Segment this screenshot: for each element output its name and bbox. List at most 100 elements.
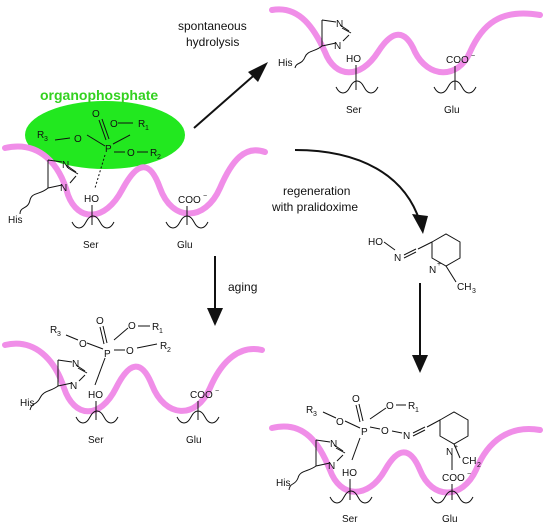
label-spontaneous: spontaneous [178,19,247,33]
atom-ch2: CH [462,456,476,467]
residue-his: His [20,398,34,409]
residue-ser: Ser [83,240,99,251]
atom-r3: R [50,325,57,336]
atom-n: N [62,160,69,171]
atom-n-plus: N [446,447,453,458]
atom-n: N [394,253,401,264]
residue-coo: COO [178,195,201,206]
atom-r1-sub: 1 [145,125,149,132]
phosphate-group [65,325,158,386]
panel-inhibited: organophosphate R 3 O O P O R 1 O R 2 [2,87,268,251]
residue-ho: HO [88,390,103,401]
atom-n: N [72,359,79,370]
residue-ser: Ser [346,105,362,116]
ser-wavy [75,410,119,424]
atom-ho: HO [368,237,383,248]
atom-p: P [104,349,111,360]
atom-r1-sub: 1 [159,328,163,335]
atom-n: N [403,431,410,442]
atom-n: N [60,183,67,194]
glu-wavy [165,215,209,229]
arrow-to-complex [412,283,428,373]
atom-r3: R [306,405,313,416]
atom-o: O [381,426,389,437]
atom-r1: R [152,322,159,333]
atom-n: N [330,439,337,450]
residue-coo: COO [190,390,213,401]
atom-o: O [96,316,104,327]
residue-glu: Glu [442,514,458,525]
panel-aged: R 3 O O P O R 1 O R 2 N N His HO Ser COO… [2,316,265,446]
atom-ch2-sub: 2 [477,462,481,469]
atom-o: O [127,148,135,159]
glu-wavy [433,80,477,94]
atom-o: O [79,339,87,350]
atom-r3-sub: 3 [57,331,61,338]
histidine-ring [294,19,352,69]
enzyme-membrane [2,143,268,218]
label-with-pralidoxime: with pralidoxime [271,200,358,214]
residue-ho: HO [346,54,361,65]
atom-r1: R [138,119,145,130]
histidine-ring [288,439,346,491]
arrow-spontaneous [193,62,268,129]
residue-glu: Glu [186,435,202,446]
atom-r2-sub: 2 [167,347,171,354]
atom-o: O [126,346,134,357]
charge-plus: + [454,444,458,451]
atom-o: O [110,119,118,130]
residue-coo: COO [446,55,469,66]
atom-r2-sub: 2 [157,154,161,161]
residue-his: His [8,215,22,226]
enzyme-membrane [269,6,543,76]
panel-hydrolysis: N N His HO Ser COO − Glu [269,6,543,116]
ser-wavy [71,215,115,229]
residue-his: His [276,478,290,489]
atom-r3: R [37,130,44,141]
residue-coo-charge: − [215,388,219,395]
arrow-regeneration [294,149,428,234]
residue-ser: Ser [88,435,104,446]
atom-r1-sub: 1 [415,407,419,414]
atom-ch3-sub: 3 [472,288,476,295]
residue-coo-charge: − [203,193,207,200]
residue-his: His [278,58,292,69]
histidine-ring [19,159,79,215]
organophosphate-label: organophosphate [40,87,158,103]
charge-plus: + [437,261,441,268]
residue-coo: COO [442,473,465,484]
atom-o: O [74,134,82,145]
label-regeneration: regeneration [283,184,350,198]
histidine-ring [29,359,88,411]
glu-wavy [430,490,474,504]
atom-p: P [361,427,368,438]
residue-glu: Glu [177,240,193,251]
atom-o: O [352,394,360,405]
atom-o: O [92,109,100,120]
atom-n: N [70,381,77,392]
phosphate-group [54,118,148,189]
residue-ser: Ser [342,514,358,525]
atom-n: N [328,461,335,472]
residue-coo-charge: − [471,53,475,60]
atom-n-plus: N [429,265,436,276]
enzyme-membrane [2,340,265,415]
atom-n: N [336,19,343,30]
atom-p: P [105,144,112,155]
label-hydrolysis: hydrolysis [186,35,239,49]
atom-o: O [336,417,344,428]
pralidoxime-molecule: HO N N + CH 3 [368,233,476,295]
atom-o: O [386,401,394,412]
atom-n: N [334,41,341,52]
atom-r1: R [408,401,415,412]
ser-wavy [335,80,379,94]
glu-wavy [176,410,220,424]
atom-r2: R [160,341,167,352]
panel-regeneration-complex: R 3 O O P O R 1 O N N + CH 2 N N His HO … [269,394,543,525]
residue-ho: HO [342,468,357,479]
atom-o: O [128,321,136,332]
atom-r3-sub: 3 [313,411,317,418]
residue-ho: HO [84,194,99,205]
label-aging: aging [228,280,257,294]
